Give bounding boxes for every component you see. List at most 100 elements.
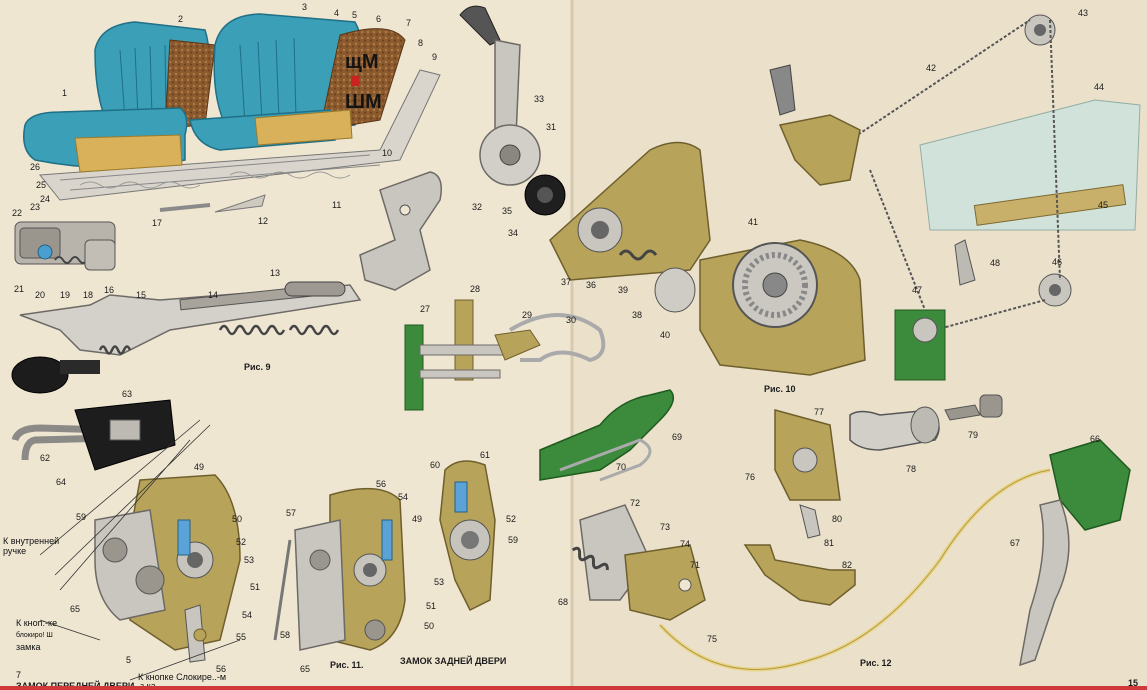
note-lock-word: замка	[16, 642, 40, 652]
leader-lines-inner-handle	[39, 419, 211, 591]
note-num-5: 5	[126, 655, 131, 665]
part-label-5: 5	[352, 10, 357, 20]
note-fragment: з ка	[140, 681, 156, 690]
note-button-2: блокиро! Ш	[16, 631, 53, 639]
caption-fig11: Рис. 11.	[330, 660, 364, 670]
part-label-1: 1	[62, 88, 67, 98]
part-label-76: 76	[745, 472, 755, 482]
part-label-51a: 51	[250, 582, 260, 592]
part-label-27: 27	[420, 304, 430, 314]
part-label-63: 63	[122, 389, 132, 399]
part-label-50b: 50	[424, 621, 434, 631]
part-label-54a: 54	[242, 610, 252, 620]
part-label-57: 57	[286, 508, 296, 518]
note-inner-handle-2: ручке	[3, 546, 26, 556]
outer-handle-69	[539, 389, 675, 481]
part-label-54b: 54	[398, 492, 408, 502]
part-label-65b: 65	[300, 664, 310, 674]
part-label-16: 16	[104, 285, 114, 295]
part-label-64: 64	[56, 477, 66, 487]
bracket-12	[214, 194, 266, 213]
part-label-28: 28	[470, 284, 480, 294]
part-label-46: 46	[1052, 257, 1062, 267]
caption-fig10: Рис. 10	[764, 384, 796, 394]
part-label-78: 78	[906, 464, 916, 474]
part-label-72: 72	[630, 498, 640, 508]
crank-gearbox	[778, 114, 861, 186]
window-regulator-crank	[459, 5, 566, 216]
part-label-69: 69	[672, 432, 682, 442]
note-button-1: К кноп:-ке	[16, 618, 57, 628]
part-label-65a: 65	[70, 604, 80, 614]
part-label-8: 8	[418, 38, 423, 48]
caption-rear-door-lock: ЗАМОК ЗАДНЕЙ ДВЕРИ	[400, 655, 506, 666]
caption-fig12: Рис. 12	[860, 658, 892, 668]
part-label-9: 9	[432, 52, 437, 62]
part-label-68: 68	[558, 597, 568, 607]
part-label-31: 31	[546, 122, 556, 132]
part-label-34: 34	[508, 228, 518, 238]
caption-fig9: Рис. 9	[244, 362, 271, 372]
part-label-6: 6	[376, 14, 381, 24]
part-label-4: 4	[334, 8, 339, 18]
pin-48	[954, 239, 976, 286]
outer-lever-67	[1019, 499, 1070, 667]
part-label-15: 15	[136, 290, 146, 300]
part-label-66: 66	[1090, 434, 1100, 444]
bar-17	[159, 203, 211, 212]
crank-knob	[459, 5, 501, 46]
lock-cylinder-assembly	[774, 394, 1003, 539]
lock-assembly-fig12	[571, 504, 706, 621]
lock-spring-52	[177, 519, 191, 556]
window-cable-system	[849, 14, 1141, 381]
part-label-55: 55	[236, 632, 246, 642]
rear-seat-assembly	[14, 13, 441, 271]
part-label-74: 74	[680, 539, 690, 549]
part-label-44: 44	[1094, 82, 1104, 92]
part-label-29: 29	[522, 310, 532, 320]
window-regulator-mechanism	[549, 141, 866, 376]
part-label-10: 10	[382, 148, 392, 158]
part-label-51b: 51	[426, 601, 436, 611]
part-label-11: 11	[332, 200, 341, 210]
part-label-49a: 49	[194, 462, 204, 472]
part-label-43: 43	[1078, 8, 1088, 18]
part-label-59a: 59	[76, 512, 86, 522]
seat-adjust-mechanism	[11, 171, 442, 394]
seat-bracket-plate	[359, 171, 442, 291]
bottom-red-bar	[0, 686, 1147, 690]
part-label-38: 38	[632, 310, 642, 320]
spring-13	[218, 324, 286, 336]
part-label-49b: 49	[412, 514, 422, 524]
outer-handle-green	[539, 389, 675, 482]
part-label-32: 32	[472, 202, 482, 212]
page-number: 15	[1128, 678, 1138, 688]
lock-detail-60-61	[439, 460, 496, 612]
small-crank-top	[769, 64, 861, 186]
caption-front-door-lock: ЗАМОК ПЕРЕДНЕЙ ДВЕРИ	[16, 680, 134, 690]
part-label-18: 18	[83, 290, 93, 300]
part-label-52a: 52	[236, 537, 246, 547]
glass-channel-45	[973, 184, 1127, 226]
part-label-77: 77	[814, 407, 824, 417]
part-label-23: 23	[30, 202, 40, 212]
part-label-30: 30	[566, 315, 576, 325]
part-label-75: 75	[707, 634, 717, 644]
part-label-13: 13	[270, 268, 280, 278]
part-label-56a: 56	[216, 664, 226, 674]
part-label-14: 14	[208, 290, 218, 300]
part-label-12: 12	[258, 216, 268, 226]
part-label-7: 7	[406, 18, 411, 28]
part-label-58: 58	[280, 630, 290, 640]
part-label-42: 42	[926, 63, 936, 73]
drum-38	[654, 267, 696, 313]
part-label-45: 45	[1098, 200, 1108, 210]
right-backrest-foam	[319, 28, 406, 131]
part-label-21: 21	[14, 284, 24, 294]
part-label-47: 47	[912, 285, 922, 295]
overlay-red-mark	[351, 76, 359, 86]
part-label-50a: 50	[232, 514, 242, 524]
part-label-56b: 56	[376, 479, 386, 489]
